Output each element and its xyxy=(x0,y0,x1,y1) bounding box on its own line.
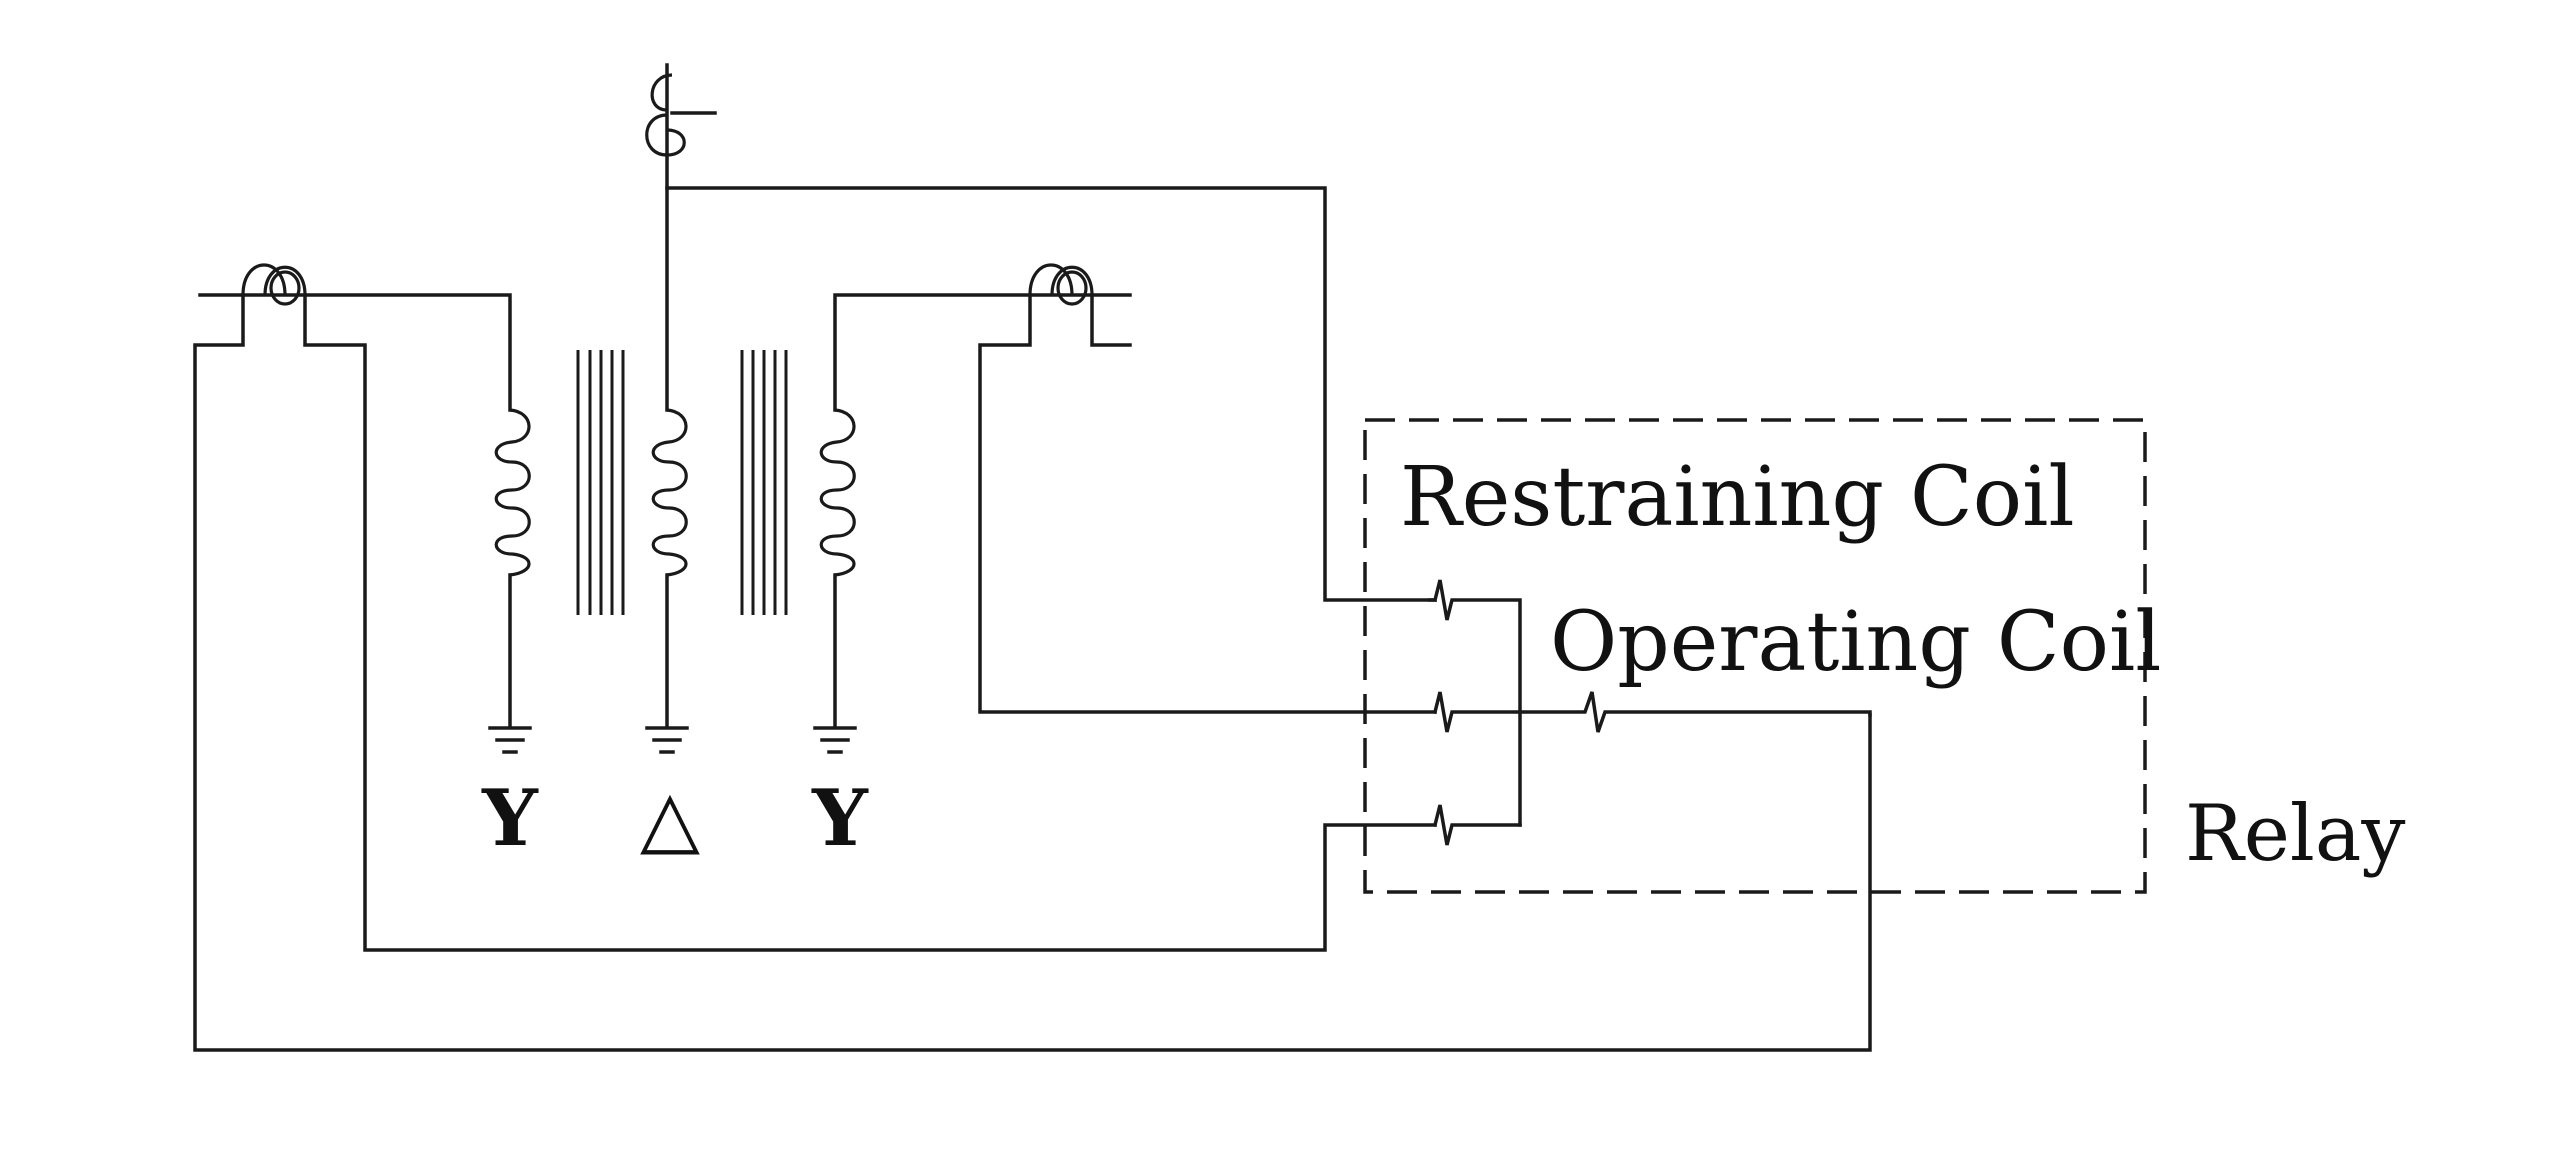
current-transformer-middle xyxy=(645,73,1437,602)
ground-right xyxy=(813,726,857,754)
relay-box xyxy=(1363,418,2147,894)
winding-left-lead-top xyxy=(198,293,512,412)
current-transformer-left xyxy=(193,263,1872,1052)
ground-middle xyxy=(645,726,689,754)
relay-label: Relay xyxy=(2185,789,2405,879)
restraining-coil-label: Restraining Coil xyxy=(1400,450,2075,545)
winding-right-coil xyxy=(819,408,856,577)
core-left xyxy=(576,350,625,615)
restraining-coil-symbols xyxy=(1428,579,1522,846)
winding-middle-delta xyxy=(645,63,689,754)
operating-coil-symbol xyxy=(1518,691,1872,733)
winding-left-label: Y xyxy=(481,773,539,864)
winding-middle-coil xyxy=(651,408,688,577)
winding-right-lead-top xyxy=(833,293,1132,412)
operating-coil-label: Operating Coil xyxy=(1550,595,2161,690)
winding-left-coil xyxy=(494,408,531,577)
current-transformer-right xyxy=(978,263,1437,714)
winding-middle-label: △ xyxy=(640,773,700,864)
core-right xyxy=(740,350,788,615)
ground-left xyxy=(488,726,532,754)
winding-right-y xyxy=(813,293,1132,754)
winding-right-label: Y xyxy=(811,773,869,864)
